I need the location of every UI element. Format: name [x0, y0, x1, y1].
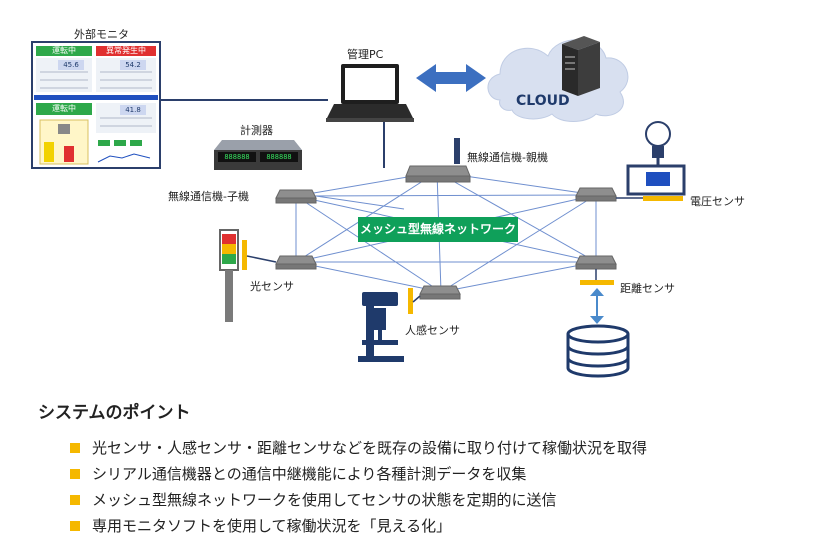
laptop-icon [326, 64, 414, 122]
point-item: 光センサ・人感センサ・距離センサなどを既存の設備に取り付けて稼働状況を取得 [70, 435, 798, 461]
monitor-value-3: 41.8 [120, 105, 146, 115]
monitor-status-running-bottom: 運転中 [52, 104, 76, 113]
label-distance-sensor: 距離センサ [620, 282, 675, 295]
monitor-status-running-top: 運転中 [52, 46, 76, 55]
monitor-value-1: 45.6 [58, 60, 84, 70]
meter-icon [214, 140, 302, 170]
label-human-sensor: 人感センサ [405, 324, 460, 337]
meter-display-right: 888888 [266, 153, 292, 161]
system-points: システムのポイント 光センサ・人感センサ・距離センサなどを既存の設備に取り付けて… [38, 398, 798, 539]
database-icon [566, 269, 630, 378]
monitor-status-alarm: 異常発生中 [106, 46, 146, 55]
label-cloud: CLOUD [516, 93, 570, 109]
meter-display-left: 888888 [224, 153, 250, 161]
label-child-router: 無線通信機-子機 [168, 190, 249, 203]
mesh-network-label: メッシュ型無線ネットワーク [358, 217, 518, 242]
label-parent-router: 無線通信機-親機 [467, 151, 548, 164]
label-voltage-sensor: 電圧センサ [690, 195, 745, 208]
points-list: 光センサ・人感センサ・距離センサなどを既存の設備に取り付けて稼働状況を取得 シリ… [38, 435, 798, 539]
points-title: システムのポイント [38, 403, 191, 423]
monitor-value-2: 54.2 [120, 60, 146, 70]
signal-tower-icon [219, 229, 277, 322]
point-item: シリアル通信機器との通信中継機能により各種計測データを収集 [70, 461, 798, 487]
server-icon [562, 36, 600, 96]
point-item: 専用モニタソフトを使用して稼働状況を「見える化」 [70, 513, 798, 539]
bulb-icon [616, 121, 686, 201]
cloud-icon [487, 39, 629, 122]
double-arrow-icon [416, 64, 486, 92]
label-monitor: 外部モニタ [74, 28, 129, 41]
label-pc: 管理PC [347, 48, 384, 61]
wired-links [160, 99, 385, 168]
label-meter: 計測器 [240, 124, 273, 137]
label-light-sensor: 光センサ [250, 280, 294, 293]
drill-press-icon [358, 288, 421, 362]
point-item: メッシュ型無線ネットワークを使用してセンサの状態を定期的に送信 [70, 487, 798, 513]
